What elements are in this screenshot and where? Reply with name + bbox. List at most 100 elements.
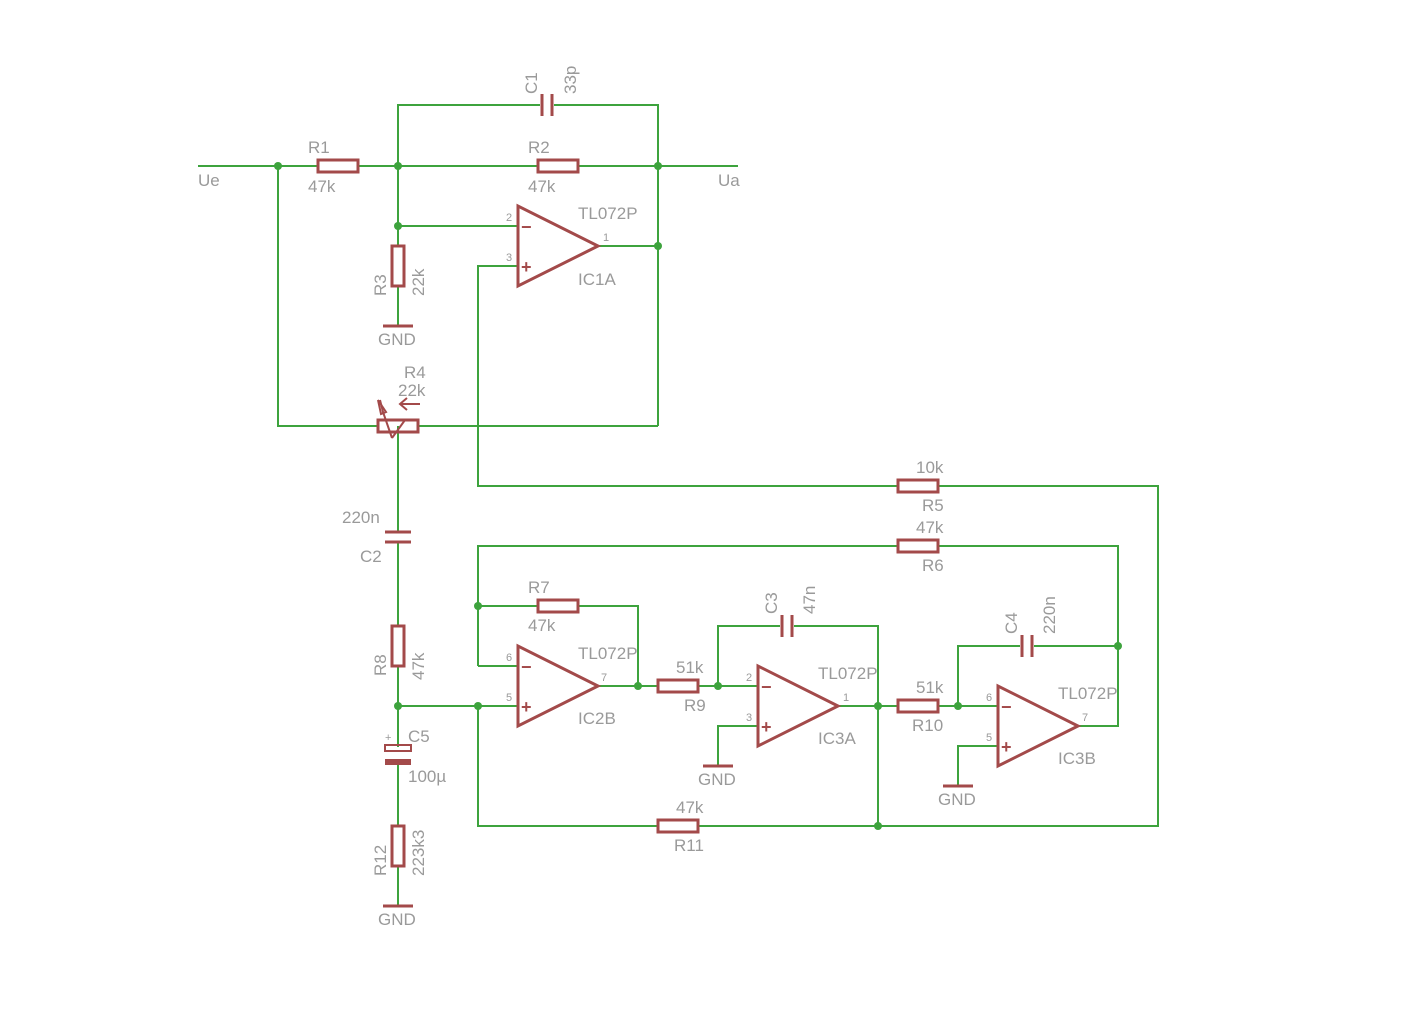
ic3a-name: IC3A (818, 729, 856, 748)
ic3b-pin-minus: 6 (986, 692, 992, 704)
r4-value: 22k (398, 381, 426, 400)
r2-value: 47k (528, 177, 556, 196)
r10-value: 51k (916, 678, 944, 697)
r5-name: R5 (922, 496, 944, 515)
ic3b-pin-out: 7 (1082, 712, 1088, 724)
ic3b-minus-sign: − (1001, 697, 1012, 717)
junction-dot (874, 702, 882, 710)
opamp-ic3b: − + 6 5 7 TL072P IC3B (986, 683, 1118, 769)
opamp-ic3a: − + 2 3 1 TL072P IC3A (746, 663, 878, 749)
capacitor-c2: 220n C2 (342, 508, 411, 566)
ic2b-plus-sign: + (521, 697, 532, 717)
wires (198, 104, 1159, 906)
c1-value: 33p (561, 66, 580, 94)
gnd-label: GND (378, 330, 416, 349)
ic1a-pin-out: 1 (603, 232, 609, 244)
resistor-r2: R2 47k (528, 138, 580, 196)
c5-polarity: + (385, 732, 391, 744)
junction-dot (874, 822, 882, 830)
ground-symbol-ic3b: GND (938, 784, 976, 809)
r9-value: 51k (676, 658, 704, 677)
junction-dot (474, 602, 482, 610)
r10-name: R10 (912, 716, 943, 735)
r1-name: R1 (308, 138, 330, 157)
c3-value: 47n (800, 586, 819, 614)
resistor-r7: R7 47k (528, 578, 580, 635)
opamp-ic1a: − + 2 3 1 TL072P IC1A (506, 203, 638, 289)
junction-dot (654, 162, 662, 170)
r3-value: 22k (409, 268, 428, 296)
r7-value: 47k (528, 616, 556, 635)
opamp-ic2b: − + 6 5 7 TL072P IC2B (506, 643, 638, 729)
ic2b-pin-minus: 6 (506, 652, 512, 664)
ic1a-name: IC1A (578, 270, 616, 289)
r12-value: 223k3 (409, 830, 428, 876)
r4-name: R4 (404, 363, 426, 382)
r9-name: R9 (684, 696, 706, 715)
c2-value: 220n (342, 508, 380, 527)
ic2b-pin-out: 7 (601, 672, 607, 684)
c5-value: 100µ (408, 767, 446, 786)
junction-dot (394, 222, 402, 230)
r7-name: R7 (528, 578, 550, 597)
r11-value: 47k (676, 798, 704, 817)
gnd-label: GND (378, 910, 416, 929)
ground-symbol-r12: GND (378, 904, 416, 929)
r1-value: 47k (308, 177, 336, 196)
ground-symbol-r3: GND (378, 324, 416, 349)
resistor-r9: 51k R9 (656, 658, 706, 715)
ic1a-plus-sign: + (521, 257, 532, 277)
r12-name: R12 (371, 845, 390, 876)
ic3a-pin-minus: 2 (746, 672, 752, 684)
r11-name: R11 (674, 836, 704, 855)
ic3a-minus-sign: − (761, 677, 772, 697)
capacitor-c3: C3 47n (762, 586, 819, 637)
ic2b-pin-plus: 5 (506, 692, 512, 704)
gnd-label: GND (698, 770, 736, 789)
potentiometer-r4: R4 22k (376, 363, 426, 439)
resistor-r3: R3 22k (371, 244, 428, 296)
capacitor-c5: + C5 100µ (384, 727, 446, 786)
resistor-r12: R12 223k3 (371, 824, 428, 876)
r5-value: 10k (916, 458, 944, 477)
resistor-r5: 10k R5 (896, 458, 944, 515)
junction-dot (714, 682, 722, 690)
junction-dot (394, 702, 402, 710)
c3-name: C3 (762, 592, 781, 614)
ic2b-name: IC2B (578, 709, 616, 728)
ic1a-minus-sign: − (521, 217, 532, 237)
c5-name: C5 (408, 727, 430, 746)
ic3a-plus-sign: + (761, 717, 772, 737)
junction-dot (394, 162, 402, 170)
output-label: Ua (718, 171, 740, 190)
junction-dot (654, 242, 662, 250)
c2-name: C2 (360, 547, 382, 566)
resistor-r6: 47k R6 (896, 518, 944, 575)
ic3b-plus-sign: + (1001, 737, 1012, 757)
ic3a-pin-out: 1 (843, 692, 849, 704)
ic1a-type: TL072P (578, 204, 638, 223)
gnd-label: GND (938, 790, 976, 809)
ic3a-pin-plus: 3 (746, 712, 752, 724)
junctions (274, 162, 1122, 830)
r3-name: R3 (371, 274, 390, 296)
ic3b-type: TL072P (1058, 684, 1118, 703)
r6-name: R6 (922, 556, 944, 575)
ic2b-minus-sign: − (521, 657, 532, 677)
capacitor-c1: C1 33p (522, 66, 580, 116)
ic2b-type: TL072P (578, 644, 638, 663)
ic3b-name: IC3B (1058, 749, 1096, 768)
ic3b-pin-plus: 5 (986, 732, 992, 744)
junction-dot (954, 702, 962, 710)
junction-dot (1114, 642, 1122, 650)
capacitor-c4: C4 220n (1002, 596, 1059, 657)
resistor-r8: R8 47k (371, 624, 428, 680)
r8-name: R8 (371, 654, 390, 676)
ground-symbol-ic3a: GND (698, 764, 736, 789)
r8-value: 47k (409, 652, 428, 680)
r2-name: R2 (528, 138, 550, 157)
resistor-r11: 47k R11 (656, 798, 704, 855)
c4-value: 220n (1040, 596, 1059, 634)
ic1a-pin-plus: 3 (506, 252, 512, 264)
